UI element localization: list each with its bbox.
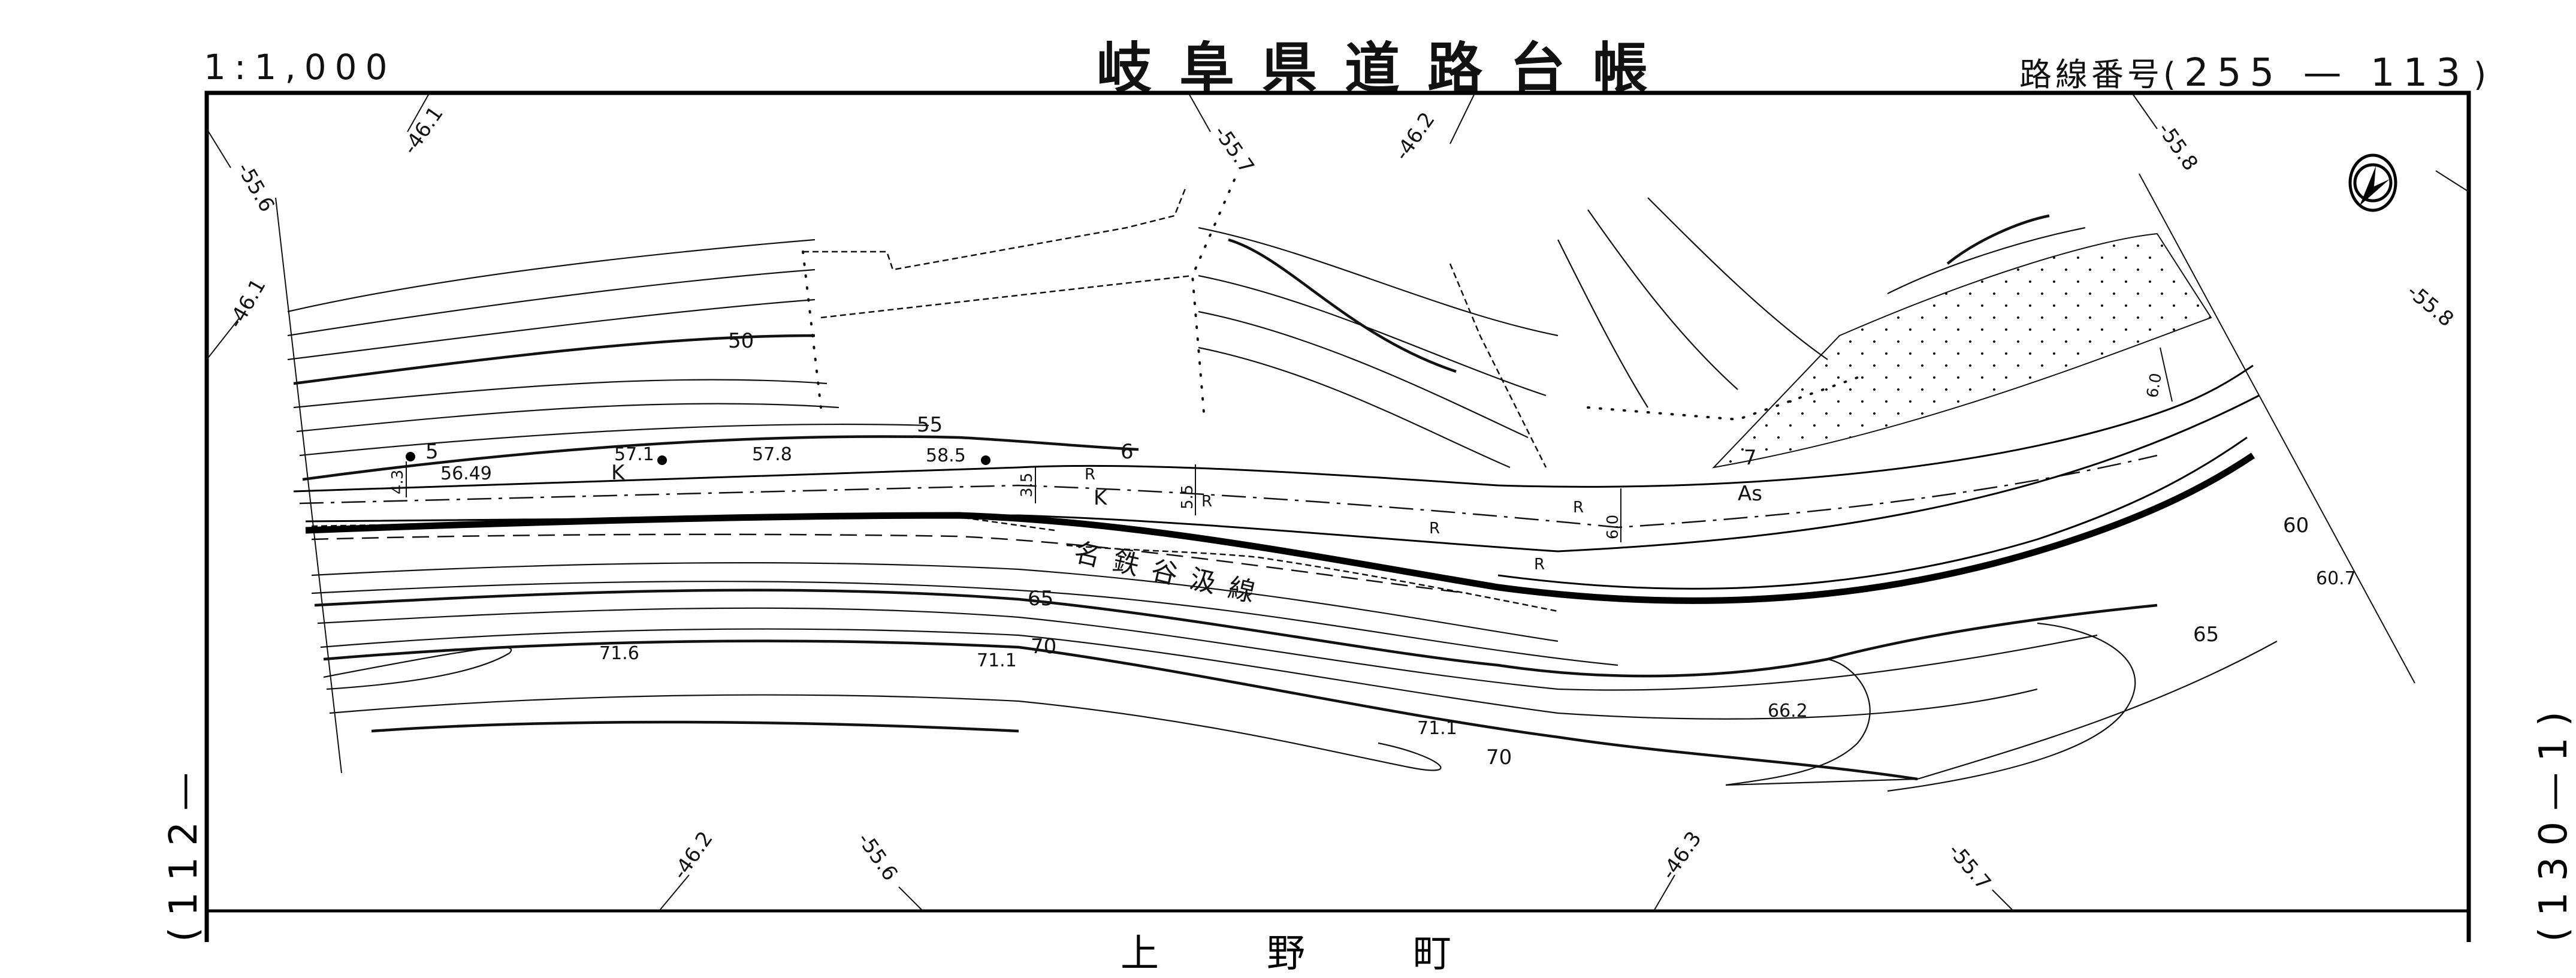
- retaining-wall-code: R: [1201, 493, 1212, 511]
- spot-height: 71.1: [977, 650, 1017, 671]
- surface-code-asphalt: As: [1738, 482, 1762, 506]
- spot-height: 71.6: [599, 643, 639, 664]
- road-widths: 4.3 3.5 5.5 6.0 6.0: [389, 347, 2173, 542]
- station-number: 5: [425, 440, 439, 464]
- grid-label: -55.8: [2402, 279, 2458, 331]
- surface-code-gravel: K: [1094, 486, 1108, 510]
- road-width: 4.3: [389, 470, 407, 494]
- grid-label: -46.1: [398, 102, 448, 159]
- retaining-wall-code: R: [1429, 520, 1440, 538]
- surface-codes: K K As R R R R R: [611, 461, 1762, 573]
- grid-label: -55.8: [2153, 118, 2203, 175]
- contours-south: [311, 562, 2278, 792]
- contour-label: 55: [917, 413, 943, 437]
- grid-label: -55.6: [232, 159, 279, 216]
- survey-boundary: [275, 173, 2415, 774]
- contour-label: 50: [728, 329, 754, 353]
- grid-label: -46.2: [668, 827, 718, 884]
- grid-ticks: [206, 94, 2469, 911]
- grid-label: -46.2: [1390, 108, 1440, 165]
- surface-code-gravel: K: [611, 461, 626, 485]
- route-number-close: ): [2474, 56, 2490, 93]
- gravel-area: [1712, 233, 2212, 469]
- spot-height: 57.1: [614, 444, 654, 465]
- map-title: 岐阜県道路台帳: [1097, 37, 1676, 101]
- grid-label: -55.6: [853, 828, 902, 885]
- spot-height: 60.7: [2316, 568, 2356, 589]
- route-number-value: 255 — 113: [2184, 51, 2469, 95]
- contour-label: 60: [2283, 514, 2309, 538]
- station-number: 7: [1744, 446, 1757, 470]
- spot-height: 56.49: [440, 463, 492, 484]
- road-width: 6.0: [2143, 372, 2166, 399]
- grid-labels: -46.1 -55.7 -46.2 -55.8 -55.6 -46.1 -55.…: [224, 102, 2458, 895]
- road-width: 3.5: [1018, 473, 1036, 497]
- grid-label: -46.1: [224, 274, 271, 332]
- map-scale: 1:1,000: [204, 47, 396, 87]
- station-number: 6: [1121, 440, 1134, 464]
- retaining-wall-code: R: [1573, 499, 1584, 517]
- grid-label: -55.7: [1209, 121, 1259, 178]
- route-number: 路線番号(255 — 113): [2019, 48, 2490, 95]
- contour-label: 70: [1031, 635, 1056, 659]
- road-width: 6.0: [1604, 515, 1622, 539]
- water-channel: [802, 179, 1859, 468]
- contours-north: [287, 197, 2086, 481]
- grid-label: -46.3: [1657, 827, 1707, 884]
- contour-label: 65: [1028, 587, 1053, 611]
- retaining-wall-code: R: [1534, 556, 1545, 573]
- spot-height: 57.8: [752, 444, 792, 465]
- station-markers: 5 6 7: [406, 440, 1757, 470]
- spot-height: 58.5: [926, 445, 966, 466]
- spot-height: 66.2: [1768, 701, 1808, 722]
- map-frame: [204, 90, 2471, 942]
- contour-label: 65: [2193, 623, 2219, 647]
- contour-labels: 50 55 65 70 65 70 60: [728, 329, 2309, 769]
- road-width: 5.5: [1179, 485, 1197, 509]
- road-ledger-map: -46.1 -55.7 -46.2 -55.8 -55.6 -46.1 -55.…: [204, 90, 2471, 942]
- route-number-label: 路線番号(: [2019, 56, 2180, 93]
- grid-label: -55.7: [1943, 839, 1995, 895]
- retaining-wall-code: R: [1085, 466, 1095, 484]
- spot-height: 71.1: [1417, 718, 1457, 739]
- railway-name: 名鉄谷汲線: [1071, 537, 1271, 611]
- spot-heights: 56.49 57.1 57.8 58.5 71.6 71.1 71.1 66.2…: [440, 444, 2356, 739]
- railway: [305, 436, 2255, 612]
- north-arrow-icon: [2348, 153, 2397, 212]
- contour-label: 70: [1486, 745, 1512, 769]
